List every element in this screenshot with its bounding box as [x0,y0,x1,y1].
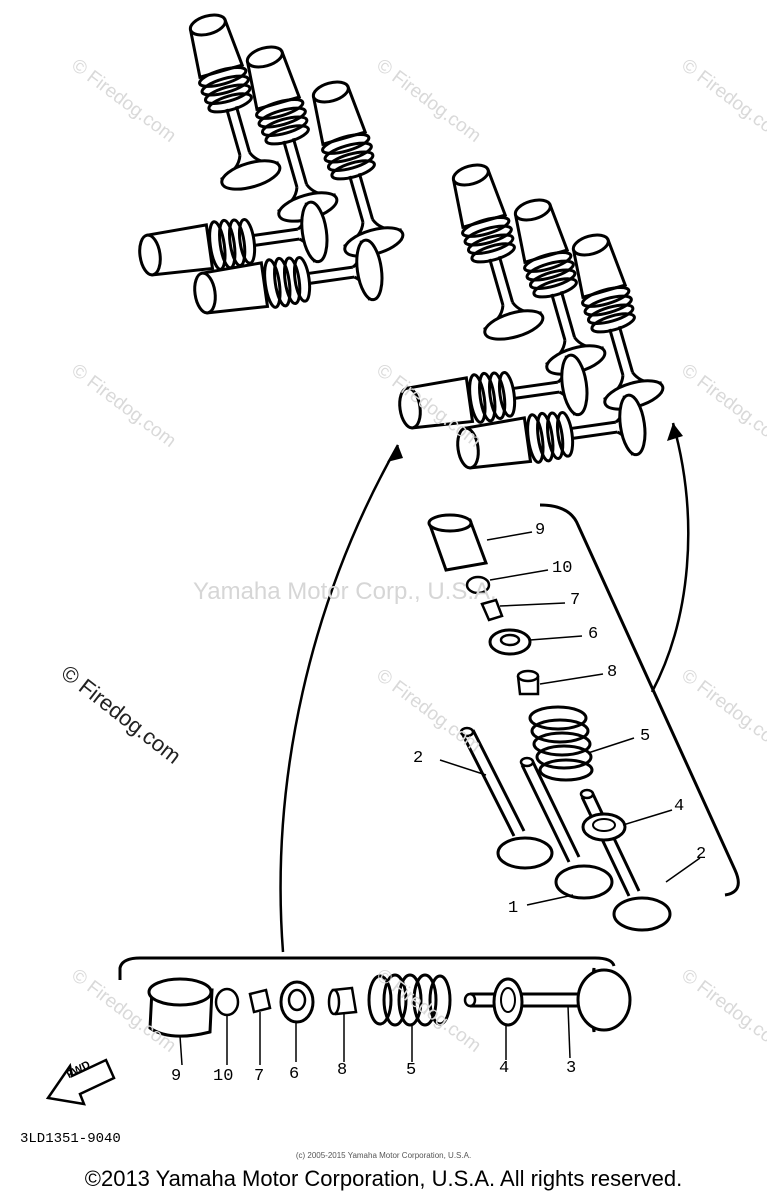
callout-number: 8 [607,663,618,682]
callout-number: 4 [499,1059,510,1078]
part-lifter-detail [427,513,489,572]
callout-number: 3 [566,1059,577,1078]
part-seat-detail [581,812,627,842]
leader-arrow [279,444,400,953]
callout-number: 9 [171,1067,182,1086]
callout-number: 8 [337,1061,348,1080]
part-retainer [279,980,315,1024]
callout-number: 5 [406,1061,417,1080]
callout-number: 7 [570,591,581,610]
small-copyright: (c) 2005-2015 Yamaha Motor Corporation, … [295,1151,472,1160]
callout-number: 1 [508,899,519,918]
callout-number: 2 [413,749,424,768]
part-cotter [248,988,272,1014]
arrow-head [667,423,683,441]
part-seal [327,986,358,1016]
part-pad [214,987,240,1017]
callout-number: 7 [254,1067,265,1086]
part-lifter [147,977,214,1038]
part-valve-detail [579,788,672,932]
part-cotter-detail [480,598,504,622]
callout-number: 10 [213,1067,234,1086]
part-spring [367,973,452,1027]
part-pad-detail [465,575,491,595]
part-retainer-detail [488,628,532,656]
part-valve [463,967,632,1033]
callout-number: 6 [588,625,599,644]
fwd-arrow-icon [45,1058,116,1106]
part-valve-detail [459,726,554,870]
leader-lines [439,531,701,906]
leader-lines [179,1005,571,1066]
drawing-code: 3LD1351-9040 [20,1131,121,1147]
watermark-center: Yamaha Motor Corp., U.S.A. [193,578,497,605]
callout-number: 6 [289,1065,300,1084]
part-valve-detail [519,756,614,900]
part-spring-detail [528,705,594,782]
callout-number: 4 [674,797,685,816]
part-seal-detail [516,669,540,696]
part-seat [492,977,524,1027]
bottom-bracket [118,956,616,980]
callout-number: 5 [640,727,651,746]
callout-number: 10 [552,559,573,578]
callout-number: 9 [535,521,546,540]
detail-bracket [539,503,740,897]
arrow-head [387,445,403,462]
copyright-notice: ©2013 Yamaha Motor Corporation, U.S.A. A… [84,1166,683,1191]
leader-arrow [650,422,690,693]
callout-number: 2 [696,845,707,864]
